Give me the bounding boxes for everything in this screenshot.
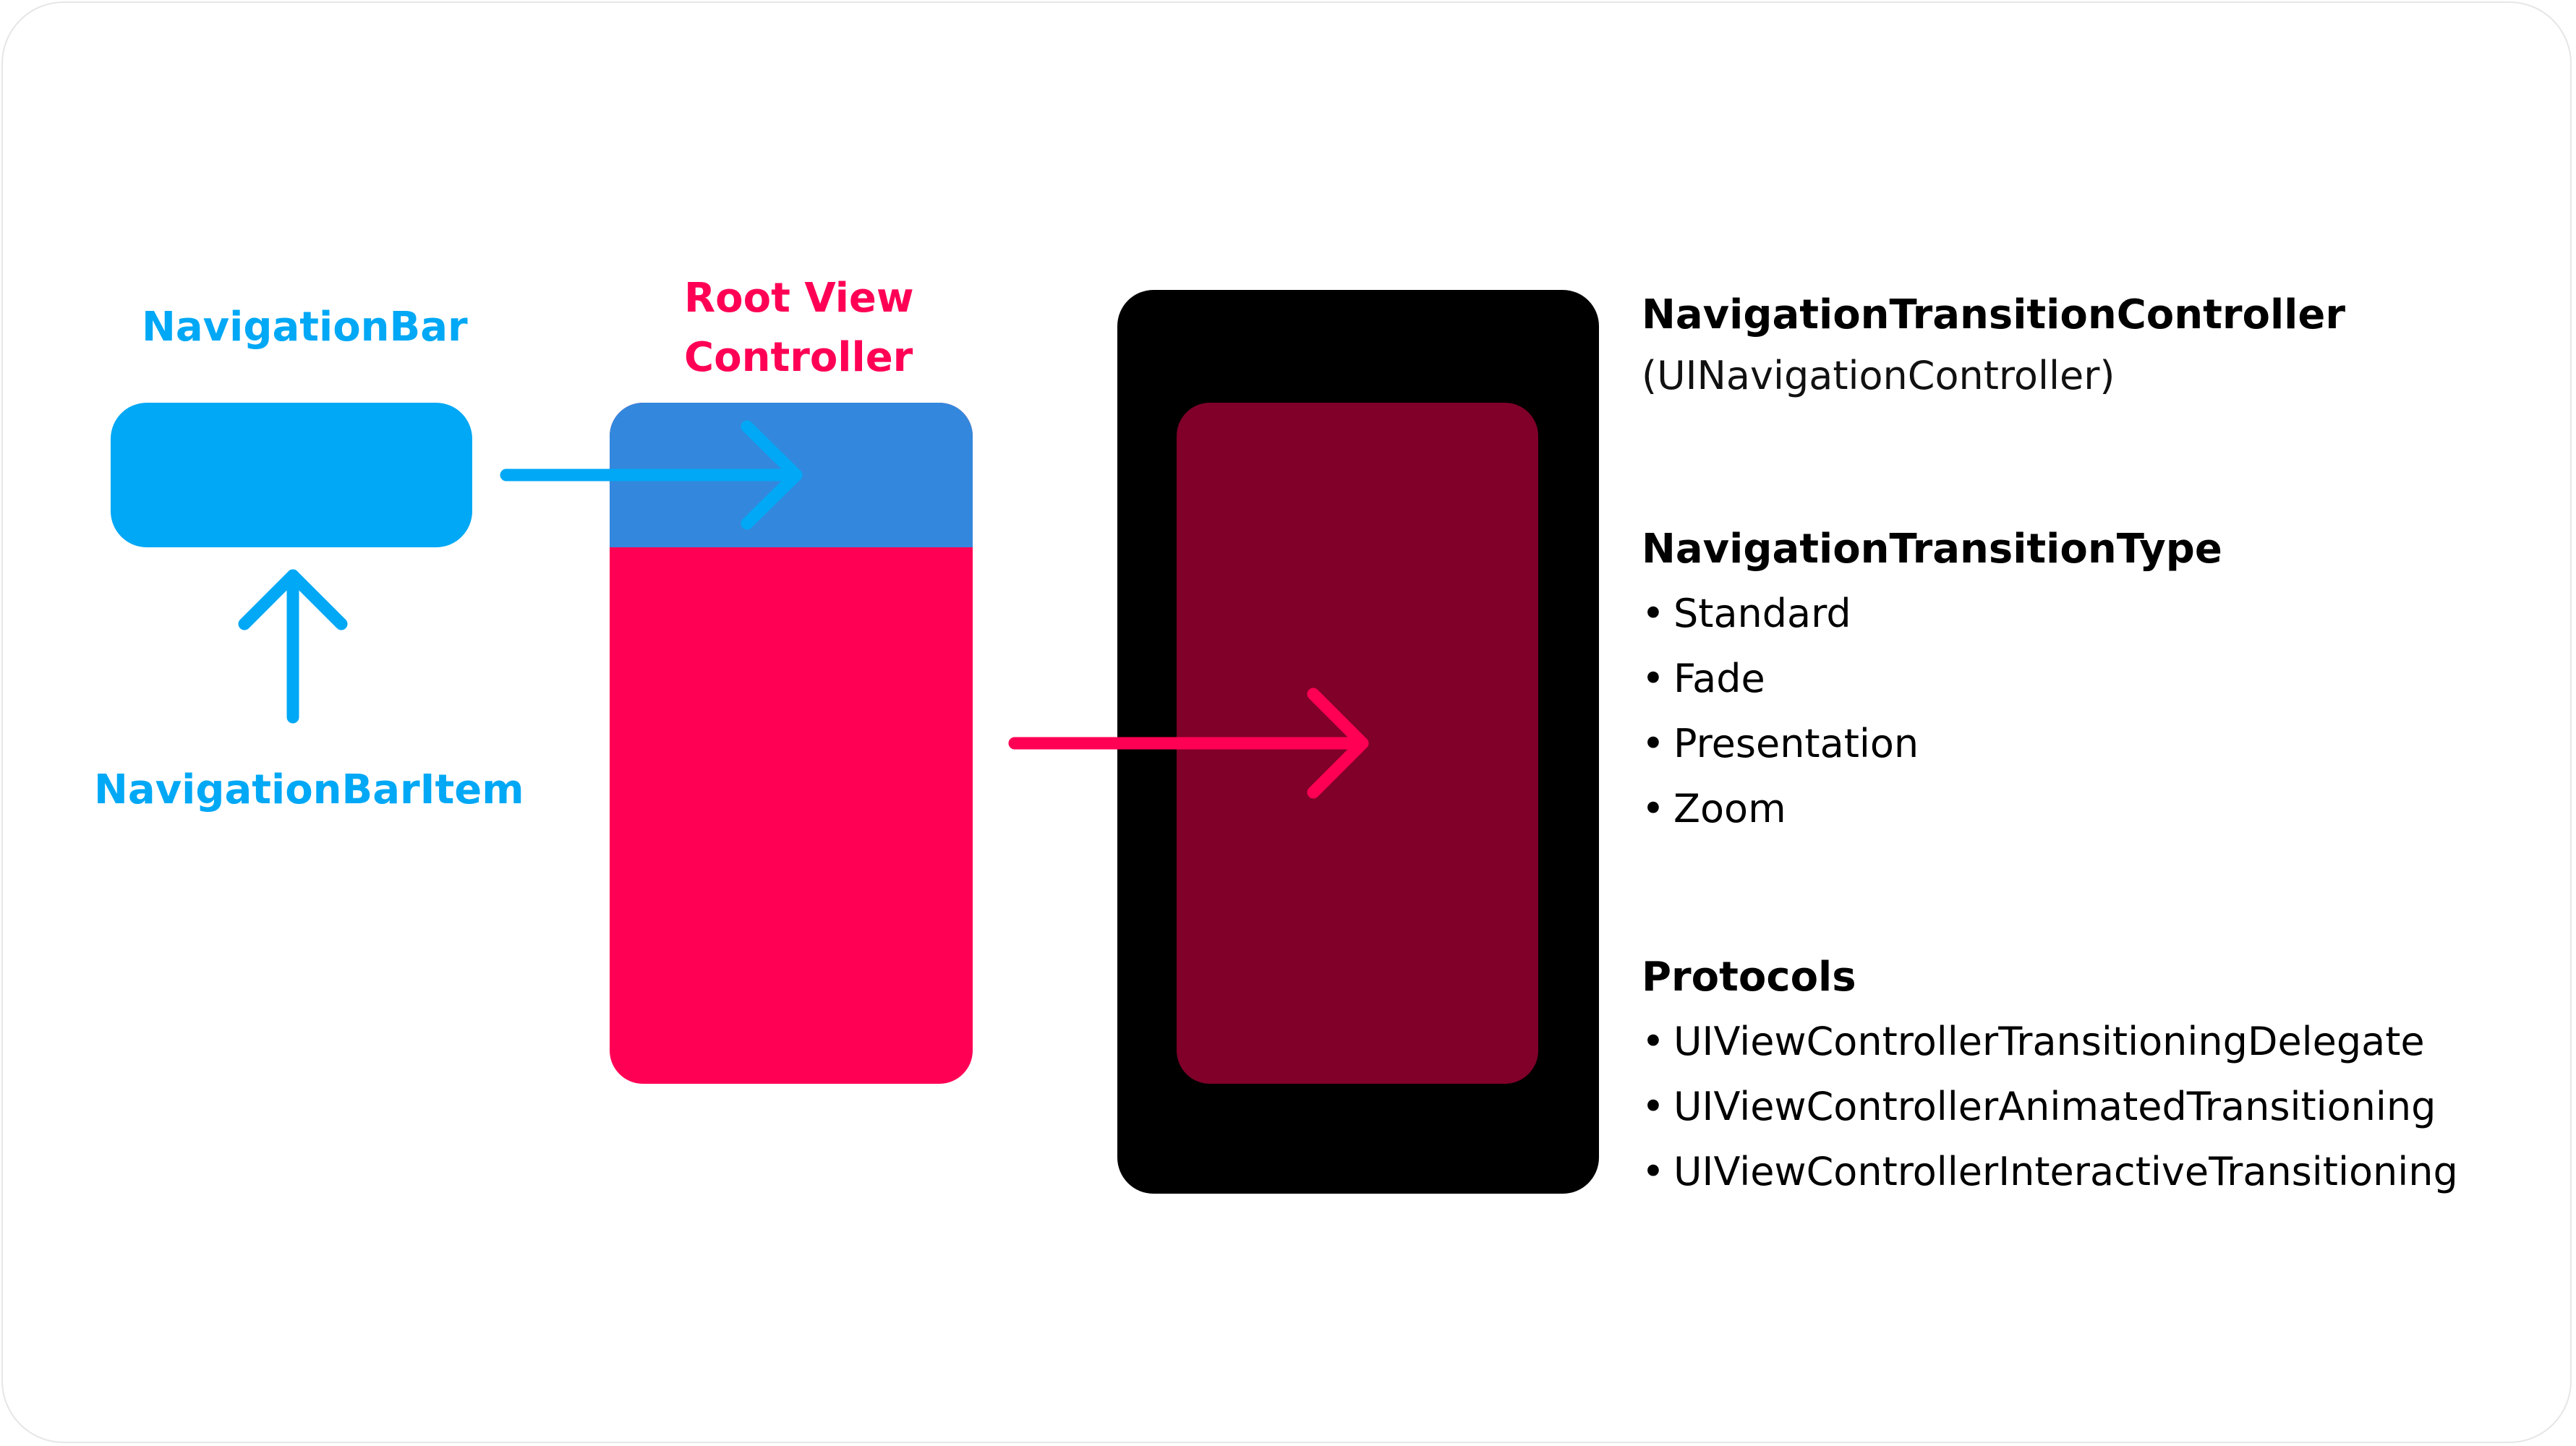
controller-title: NavigationTransitionController <box>1642 291 2345 338</box>
protocols-section: Protocols •UIViewControllerTransitioning… <box>1642 946 2458 1205</box>
transition-type-zoom: Zoom <box>1673 786 1786 831</box>
transition-type-presentation: Presentation <box>1673 721 1919 766</box>
navigation-bar-item-label: NavigationBarItem <box>94 766 524 813</box>
protocol-transitioning-delegate: UIViewControllerTransitioningDelegate <box>1673 1019 2425 1064</box>
root-view-controller-label-line2: Controller <box>684 334 913 381</box>
protocol-animated-transitioning: UIViewControllerAnimatedTransitioning <box>1673 1084 2436 1129</box>
transition-type-fade: Fade <box>1673 656 1765 701</box>
list-item: •Standard <box>1642 581 2222 646</box>
transition-type-standard: Standard <box>1673 591 1851 636</box>
bullet-icon: • <box>1642 1019 1665 1064</box>
bullet-icon: • <box>1642 1084 1665 1129</box>
bullet-icon: • <box>1642 1149 1665 1194</box>
bullet-icon: • <box>1642 591 1665 636</box>
protocols-title: Protocols <box>1642 954 1856 1001</box>
bullet-icon: • <box>1642 656 1665 701</box>
list-item: •UIViewControllerTransitioningDelegate <box>1642 1009 2458 1074</box>
controller-description: NavigationTransitionController (UINaviga… <box>1642 283 2345 405</box>
bullet-icon: • <box>1642 721 1665 766</box>
root-view-controller-label: Root View Controller <box>684 269 914 388</box>
list-item: •Fade <box>1642 646 2222 711</box>
navigation-bar-label: NavigationBar <box>142 304 468 351</box>
navigation-transition-controller-box <box>1117 290 1599 1194</box>
list-item: •UIViewControllerAnimatedTransitioning <box>1642 1074 2458 1139</box>
root-view-controller-navigation-bar <box>610 403 973 547</box>
protocol-interactive-transitioning: UIViewControllerInteractiveTransitioning <box>1673 1149 2458 1194</box>
transition-type-list: •Standard •Fade •Presentation •Zoom <box>1642 581 2222 842</box>
transition-type-title: NavigationTransitionType <box>1642 526 2222 573</box>
root-view-controller-label-line1: Root View <box>684 275 914 322</box>
bullet-icon: • <box>1642 786 1665 831</box>
root-view-controller-box <box>610 403 973 1084</box>
list-item: •Zoom <box>1642 777 2222 842</box>
protocols-list: •UIViewControllerTransitioningDelegate •… <box>1642 1009 2458 1205</box>
navigation-bar-box <box>111 403 472 547</box>
contained-view-controller-box <box>1177 403 1538 1084</box>
controller-subtitle: (UINavigationController) <box>1642 353 2115 398</box>
list-item: •UIViewControllerInteractiveTransitionin… <box>1642 1139 2458 1205</box>
transition-type-section: NavigationTransitionType •Standard •Fade… <box>1642 518 2222 842</box>
list-item: •Presentation <box>1642 711 2222 777</box>
